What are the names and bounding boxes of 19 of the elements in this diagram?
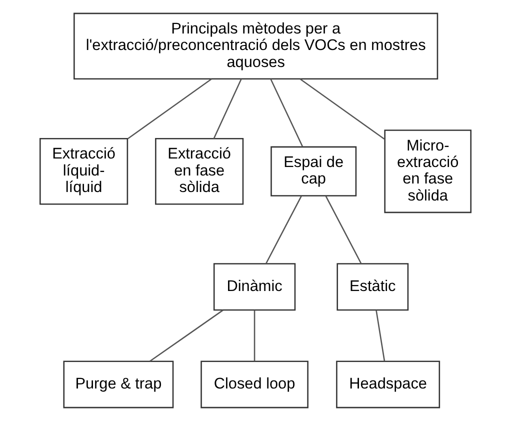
node-box: Closed loop (200, 360, 308, 408)
connector (300, 78, 385, 140)
node-box: Dinàmic (213, 263, 296, 311)
connector (376, 310, 386, 362)
node-box: Extracció líquid-líquid (40, 138, 128, 205)
node-box: Purge & trap (63, 360, 174, 408)
connector (325, 196, 362, 264)
connector (270, 78, 304, 147)
node-box: Micro-extracció en fase sòlida (384, 130, 472, 214)
connector (128, 78, 212, 140)
node-box: Espai de cap (270, 146, 357, 196)
node-box: Headspace (336, 360, 440, 408)
connector (254, 310, 256, 362)
node-box: Estàtic (336, 263, 409, 311)
node-box: Extracció en fase sòlida (155, 138, 244, 205)
node-box: Principals mètodes per a l'extracció/preconcentració dels VOCs en mostres aquoses (74, 12, 438, 80)
connector (149, 310, 224, 362)
connector (265, 196, 302, 264)
connector (213, 78, 242, 139)
